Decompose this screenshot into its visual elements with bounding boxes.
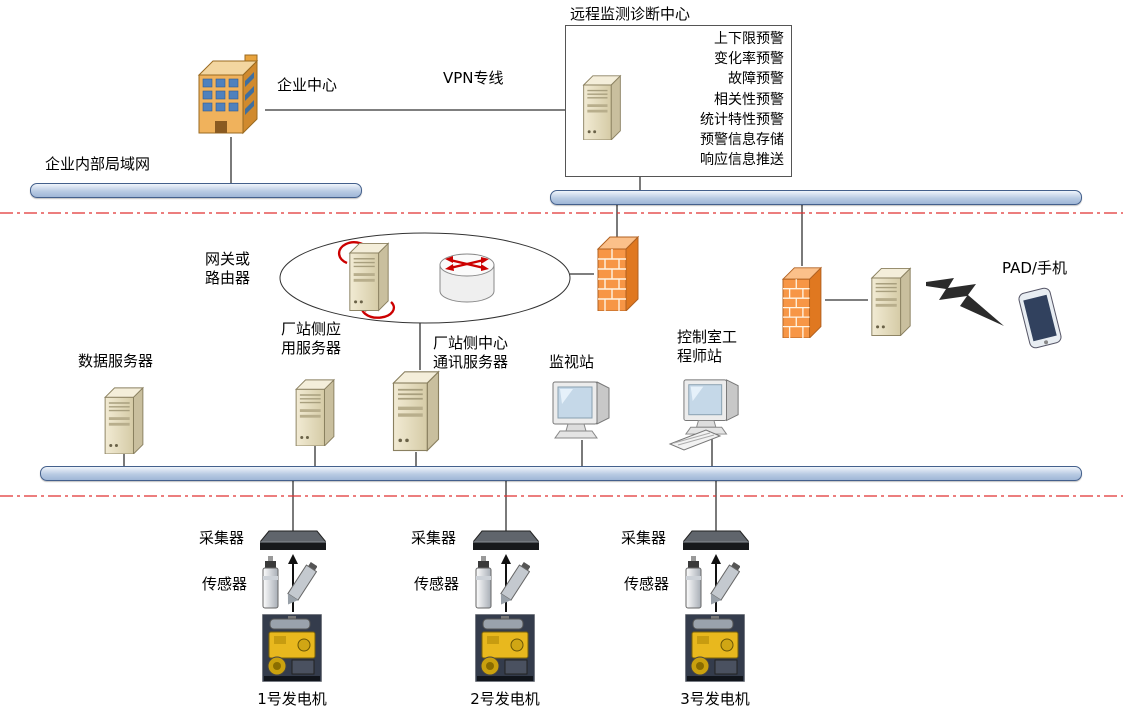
collector-label-2: 采集器 — [411, 529, 457, 547]
sensors-icon-1 — [255, 556, 317, 616]
function-item: 上下限预警 — [714, 31, 784, 47]
sensor-label-2: 传感器 — [414, 575, 460, 593]
gateway-ellipse — [279, 232, 571, 324]
function-item: 相关性预警 — [714, 91, 784, 108]
monitor-station-icon — [551, 378, 613, 440]
remote-access-server-icon — [868, 266, 914, 336]
engineer-station-monitor-icon — [682, 376, 742, 436]
app-server-label: 厂站侧应 用服务器 — [281, 320, 342, 357]
app-server-icon — [292, 378, 338, 446]
gateway-router-label: 网关或 路由器 — [205, 250, 251, 287]
remote-center-server-icon — [580, 74, 624, 140]
station-lan-bus — [40, 466, 1082, 481]
sensors-icon-3 — [678, 556, 740, 616]
monitor-station-label: 监视站 — [549, 353, 595, 371]
firewall-wan-icon — [779, 264, 823, 338]
enterprise-center-label: 企业中心 — [277, 76, 338, 94]
function-item: 响应信息推送 — [700, 152, 784, 169]
sensors-icon-2 — [468, 556, 530, 616]
engineer-station-label: 控制室工 程师站 — [677, 328, 738, 365]
router-icon — [437, 251, 497, 307]
data-server-icon — [101, 386, 147, 454]
generator-image-2 — [475, 614, 535, 682]
generator-name-3: 3号发电机 — [680, 690, 750, 708]
wireless-lightning-icon — [926, 278, 1006, 330]
firewall-lan-icon — [594, 233, 640, 311]
collector-icon-1 — [260, 530, 326, 552]
gateway-server-icon — [346, 240, 392, 312]
function-item: 统计特性预警 — [700, 111, 784, 128]
vpn-line-label: VPN专线 — [443, 69, 504, 87]
generator-name-2: 2号发电机 — [470, 690, 540, 708]
data-server-label: 数据服务器 — [78, 352, 154, 370]
generator-name-1: 1号发电机 — [257, 690, 327, 708]
remote-center-title: 远程监测诊断中心 — [570, 5, 691, 23]
collector-icon-3 — [683, 530, 749, 552]
enterprise-building-icon — [193, 53, 269, 137]
remote-center-function-list: 上下限预警 变化率预警 故障预警 相关性预警 统计特性预警 预警信息存储 响应信… — [628, 29, 784, 170]
engineer-keyboard-icon — [668, 428, 722, 452]
remote-center-bus — [550, 190, 1082, 205]
comm-server-label: 厂站侧中心 通讯服务器 — [433, 334, 509, 371]
enterprise-lan-label: 企业内部局域网 — [45, 155, 151, 173]
pad-phone-label: PAD/手机 — [1002, 259, 1067, 277]
sensor-label-1: 传感器 — [202, 575, 248, 593]
enterprise-lan-bus — [30, 183, 362, 198]
sensor-label-3: 传感器 — [624, 575, 670, 593]
function-item: 变化率预警 — [714, 51, 784, 68]
collector-icon-2 — [473, 530, 539, 552]
function-item: 故障预警 — [728, 71, 784, 88]
comm-server-icon — [389, 368, 443, 452]
generator-image-3 — [685, 614, 745, 682]
collector-label-1: 采集器 — [199, 529, 245, 547]
generator-image-1 — [262, 614, 322, 682]
collector-label-3: 采集器 — [621, 529, 667, 547]
function-item: 预警信息存储 — [700, 132, 784, 149]
